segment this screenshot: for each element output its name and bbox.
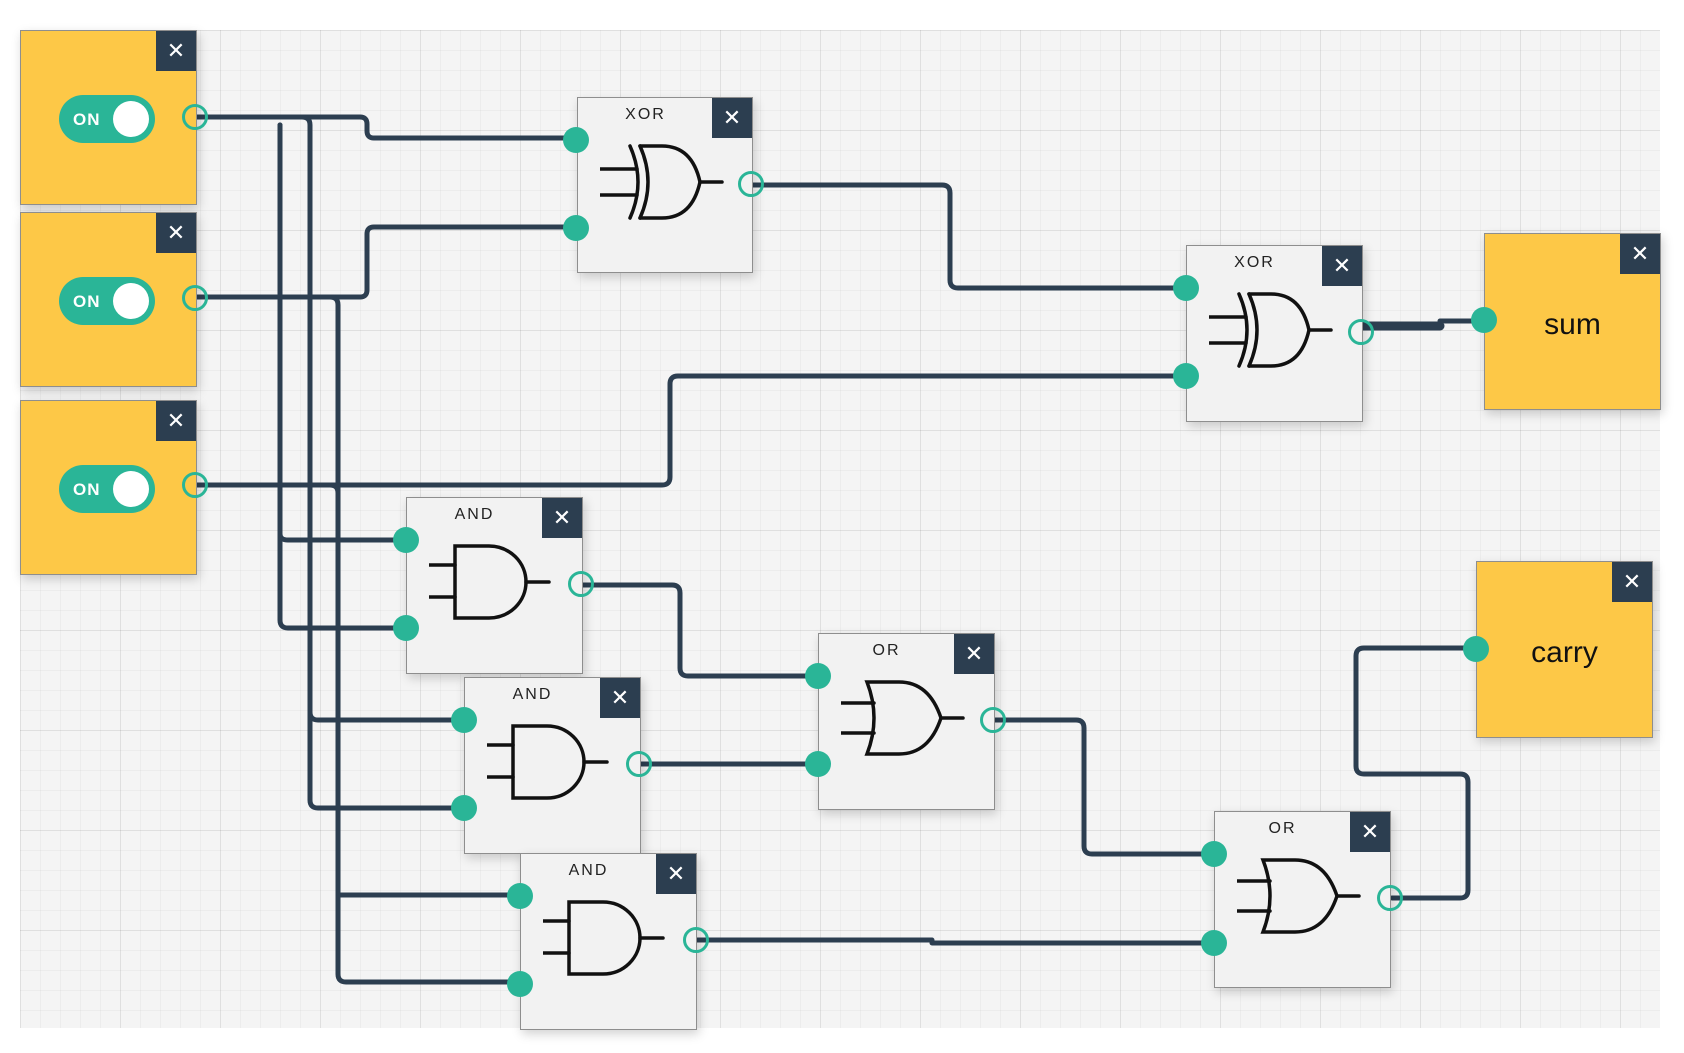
toggle-state-label: ON — [73, 480, 101, 499]
close-icon[interactable]: ✕ — [156, 401, 196, 441]
input-switch-1[interactable]: ✕ ON — [20, 30, 197, 205]
and-gate-icon — [429, 544, 551, 620]
close-icon[interactable]: ✕ — [656, 854, 696, 894]
sum-input-port[interactable] — [1471, 307, 1497, 333]
toggle-knob — [113, 101, 149, 137]
toggle-knob — [113, 283, 149, 319]
or2-input-port-b[interactable] — [1201, 930, 1227, 956]
xor2-input-port-a[interactable] — [1173, 275, 1199, 301]
or-gate-2[interactable]: OR ✕ — [1214, 811, 1391, 988]
or-gate-icon — [1237, 858, 1361, 934]
in2-output-port[interactable] — [182, 285, 208, 311]
and-gate-icon — [543, 900, 665, 976]
toggle-knob — [113, 471, 149, 507]
input-switch-3[interactable]: ✕ ON — [20, 400, 197, 575]
or2-input-port-a[interactable] — [1201, 841, 1227, 867]
and1-output-port[interactable] — [568, 571, 594, 597]
close-icon[interactable]: ✕ — [600, 678, 640, 718]
and-gate-icon — [487, 724, 609, 800]
or1-output-port[interactable] — [980, 707, 1006, 733]
gate-type-label: XOR — [1234, 254, 1275, 271]
and1-input-port-b[interactable] — [393, 615, 419, 641]
toggle-state-label: ON — [73, 292, 101, 311]
xor-gate-2[interactable]: XOR ✕ — [1186, 245, 1363, 422]
in1-output-port[interactable] — [182, 104, 208, 130]
output-label: carry — [1531, 636, 1598, 669]
xor1-output-port[interactable] — [738, 171, 764, 197]
gate-type-label: AND — [568, 862, 609, 879]
and3-output-port[interactable] — [683, 927, 709, 953]
or2-output-port[interactable] — [1377, 885, 1403, 911]
and3-input-port-a[interactable] — [507, 883, 533, 909]
xor1-input-port-a[interactable] — [563, 127, 589, 153]
xor-gate-icon — [1209, 292, 1333, 368]
gate-type-label: OR — [872, 642, 901, 659]
close-icon[interactable]: ✕ — [1620, 234, 1660, 274]
xor-gate-icon — [600, 144, 724, 220]
toggle-switch[interactable]: ON — [59, 95, 155, 143]
close-icon[interactable]: ✕ — [712, 98, 752, 138]
close-icon[interactable]: ✕ — [1350, 812, 1390, 852]
xor1-input-port-b[interactable] — [563, 215, 589, 241]
and-gate-3[interactable]: AND ✕ — [520, 853, 697, 1030]
gate-type-label: AND — [454, 506, 495, 523]
xor2-output-port[interactable] — [1348, 319, 1374, 345]
close-icon[interactable]: ✕ — [542, 498, 582, 538]
toggle-switch[interactable]: ON — [59, 277, 155, 325]
or-gate-1[interactable]: OR ✕ — [818, 633, 995, 810]
and-gate-1[interactable]: AND ✕ — [406, 497, 583, 674]
toggle-state-label: ON — [73, 110, 101, 129]
xor2-input-port-b[interactable] — [1173, 363, 1199, 389]
xor-gate-1[interactable]: XOR ✕ — [577, 97, 753, 273]
output-label: sum — [1544, 308, 1601, 341]
or1-input-port-a[interactable] — [805, 663, 831, 689]
carry-input-port[interactable] — [1463, 636, 1489, 662]
close-icon[interactable]: ✕ — [954, 634, 994, 674]
output-carry[interactable]: ✕ carry — [1476, 561, 1653, 738]
gate-type-label: XOR — [625, 106, 666, 123]
or-gate-icon — [841, 680, 965, 756]
close-icon[interactable]: ✕ — [156, 213, 196, 253]
close-icon[interactable]: ✕ — [1612, 562, 1652, 602]
and3-input-port-b[interactable] — [507, 971, 533, 997]
input-switch-2[interactable]: ✕ ON — [20, 212, 197, 387]
and1-input-port-a[interactable] — [393, 527, 419, 553]
toggle-switch[interactable]: ON — [59, 465, 155, 513]
gate-type-label: AND — [512, 686, 553, 703]
close-icon[interactable]: ✕ — [156, 31, 196, 71]
output-sum[interactable]: ✕ sum — [1484, 233, 1661, 410]
close-icon[interactable]: ✕ — [1322, 246, 1362, 286]
gate-type-label: OR — [1268, 820, 1297, 837]
and2-input-port-a[interactable] — [451, 707, 477, 733]
and2-output-port[interactable] — [626, 751, 652, 777]
circuit-canvas[interactable] — [20, 30, 1660, 1028]
or1-input-port-b[interactable] — [805, 751, 831, 777]
in3-output-port[interactable] — [182, 472, 208, 498]
and-gate-2[interactable]: AND ✕ — [464, 677, 641, 854]
and2-input-port-b[interactable] — [451, 795, 477, 821]
